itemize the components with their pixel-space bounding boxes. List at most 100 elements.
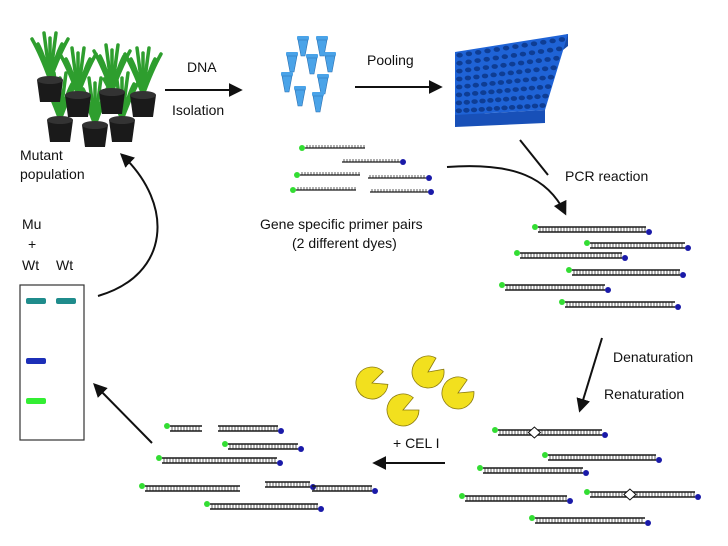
dna-duplex xyxy=(559,299,681,310)
plate-well xyxy=(528,85,536,91)
plate-well xyxy=(534,94,541,100)
tubes-icon xyxy=(281,36,336,113)
dna-duplex xyxy=(312,485,378,494)
green-dye-icon xyxy=(584,240,590,246)
plate-well xyxy=(480,90,487,96)
plate-well xyxy=(473,66,481,72)
green-dye-icon xyxy=(584,489,590,495)
plate-well xyxy=(465,59,472,65)
green-dye-icon xyxy=(514,250,520,256)
plant-icon xyxy=(30,31,70,102)
plate-well xyxy=(531,103,539,109)
plate-well xyxy=(556,46,563,52)
blue-dye-icon xyxy=(685,245,691,251)
plate-well xyxy=(499,71,506,77)
plate-well xyxy=(516,69,523,75)
blue-dye-icon xyxy=(675,304,681,310)
plate-well xyxy=(524,68,532,74)
dna-duplex xyxy=(529,515,651,526)
green-dye-icon xyxy=(492,427,498,433)
plate-well xyxy=(516,104,523,110)
gel-band-blue xyxy=(26,358,46,364)
arrow-to-gel xyxy=(93,383,153,444)
plate-well xyxy=(479,98,486,104)
plate-well xyxy=(491,64,498,69)
plate-well xyxy=(526,59,534,65)
dna-duplex xyxy=(514,250,628,261)
plate-well xyxy=(530,41,538,47)
plate-well xyxy=(541,66,549,72)
plate-well xyxy=(483,56,490,62)
plant-icon xyxy=(123,46,163,117)
tube-icon xyxy=(297,36,309,57)
plate-well xyxy=(522,77,530,83)
plate-well xyxy=(472,91,479,96)
label-population: population xyxy=(20,166,85,182)
plate-well xyxy=(535,58,542,64)
primer-strand xyxy=(299,145,365,151)
plate-well xyxy=(464,75,472,81)
plate-well xyxy=(493,106,501,111)
plate-well xyxy=(502,45,510,51)
dna-duplex xyxy=(218,425,284,434)
green-dye-icon xyxy=(459,493,465,499)
plate-well xyxy=(456,76,463,82)
gel-band-green xyxy=(26,398,46,404)
green-dye-icon xyxy=(499,282,505,288)
plant-icon xyxy=(58,46,98,117)
plate-well xyxy=(531,76,538,82)
dna-duplex xyxy=(542,452,662,463)
plate-well xyxy=(506,79,513,84)
plate-well xyxy=(502,96,510,102)
cel-enzyme-icon xyxy=(441,376,475,410)
plate-well xyxy=(484,48,491,54)
arrow-plate-down xyxy=(519,139,549,176)
blue-dye-icon xyxy=(602,432,608,438)
plate-well xyxy=(533,67,540,73)
plant-icon xyxy=(92,43,132,114)
plate-well xyxy=(537,49,545,54)
plate-well xyxy=(508,105,516,110)
plate-well xyxy=(540,39,547,45)
plate-well xyxy=(518,95,525,101)
green-dye-icon xyxy=(156,455,162,461)
plate-well xyxy=(493,47,500,52)
plate-well xyxy=(455,108,462,114)
green-dye-icon xyxy=(542,452,548,458)
green-dye-icon xyxy=(566,267,572,273)
plate-well xyxy=(510,53,518,58)
plate-well xyxy=(539,75,546,81)
plate-well xyxy=(549,38,556,44)
plate-well xyxy=(547,74,555,80)
cel-enzyme-icon xyxy=(411,355,445,389)
tube-icon xyxy=(317,74,329,95)
green-dye-icon xyxy=(477,465,483,471)
label-mu: Mu xyxy=(22,216,41,232)
green-dye-icon xyxy=(532,224,538,230)
gel-band-teal-left xyxy=(26,298,46,304)
primer-pairs-group xyxy=(290,145,434,195)
primer-strand xyxy=(370,189,434,195)
plate-well xyxy=(501,105,508,111)
plate-well xyxy=(519,51,527,57)
blue-dye-icon xyxy=(583,470,589,476)
plate-well xyxy=(536,85,544,90)
plate-well xyxy=(464,83,471,89)
tube-icon xyxy=(324,52,336,73)
label-wt-right: Wt xyxy=(56,257,73,273)
plate-well xyxy=(558,37,566,42)
plate-well xyxy=(495,97,502,103)
tube-icon xyxy=(281,72,293,93)
plate-well xyxy=(550,65,557,71)
plate-well xyxy=(455,92,463,98)
plate-well xyxy=(473,74,480,80)
label-plus: + xyxy=(28,236,36,252)
plate-well xyxy=(481,73,489,79)
dna-duplex xyxy=(584,488,701,501)
plate-well xyxy=(456,52,463,58)
plate-well xyxy=(517,60,525,66)
plate-well xyxy=(463,91,471,97)
dna-duplex xyxy=(492,426,608,439)
green-dye-icon xyxy=(139,483,145,489)
